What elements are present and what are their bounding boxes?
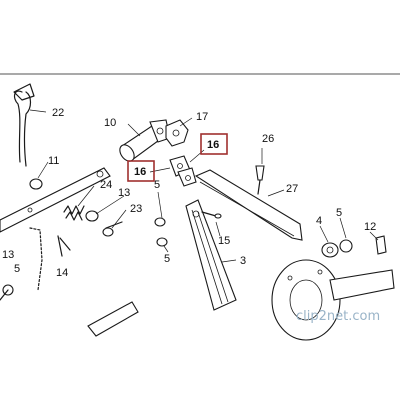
- label-26: 26: [262, 133, 274, 145]
- label-17: 17: [196, 111, 208, 123]
- label-24: 24: [100, 179, 112, 191]
- label-27: 27: [286, 183, 298, 195]
- label-4: 4: [316, 215, 322, 227]
- watermark: clip2net.com: [296, 309, 380, 324]
- part-nuts-left: [2, 178, 168, 296]
- label-3: 3: [240, 255, 246, 267]
- part-14-rod: [29, 227, 63, 291]
- label-16-upper: 16: [207, 139, 219, 151]
- part-26-bolt: [255, 165, 265, 195]
- part-16-clamps: [169, 155, 197, 187]
- highlight-box-16-lower: [127, 160, 155, 182]
- label-12: 12: [364, 221, 376, 233]
- label-5-upper: 5: [154, 179, 160, 191]
- part-5-nut-right: [339, 239, 353, 253]
- label-5-right: 5: [336, 207, 342, 219]
- label-5-lower: 5: [164, 253, 170, 265]
- label-13-upper: 13: [118, 187, 130, 199]
- part-27-plate: [194, 169, 303, 241]
- part-12-pin: [375, 235, 387, 255]
- label-5-left: 5: [14, 263, 20, 275]
- label-11: 11: [48, 155, 59, 167]
- part-15-bolt: [201, 211, 222, 219]
- part-10-shaft: [119, 119, 171, 162]
- part-11-bar: [0, 167, 111, 233]
- part-22-tine: [13, 83, 35, 167]
- label-14: 14: [56, 267, 68, 279]
- leader-lines: [29, 109, 379, 263]
- label-23: 23: [130, 203, 142, 215]
- label-15: 15: [218, 235, 230, 247]
- label-16-lower: 16: [134, 166, 146, 178]
- label-13-lower: 13: [2, 249, 14, 261]
- label-22: 22: [52, 107, 64, 119]
- part-disc-hub: [271, 259, 395, 341]
- label-10: 10: [104, 117, 116, 129]
- part-4-washer: [321, 242, 339, 258]
- part-3-arm: [185, 199, 237, 311]
- part-17-bracket: [165, 119, 189, 147]
- part-bottom-bracket: [87, 301, 139, 337]
- highlight-box-16-upper: [200, 133, 228, 155]
- part-24-spring: [63, 205, 85, 221]
